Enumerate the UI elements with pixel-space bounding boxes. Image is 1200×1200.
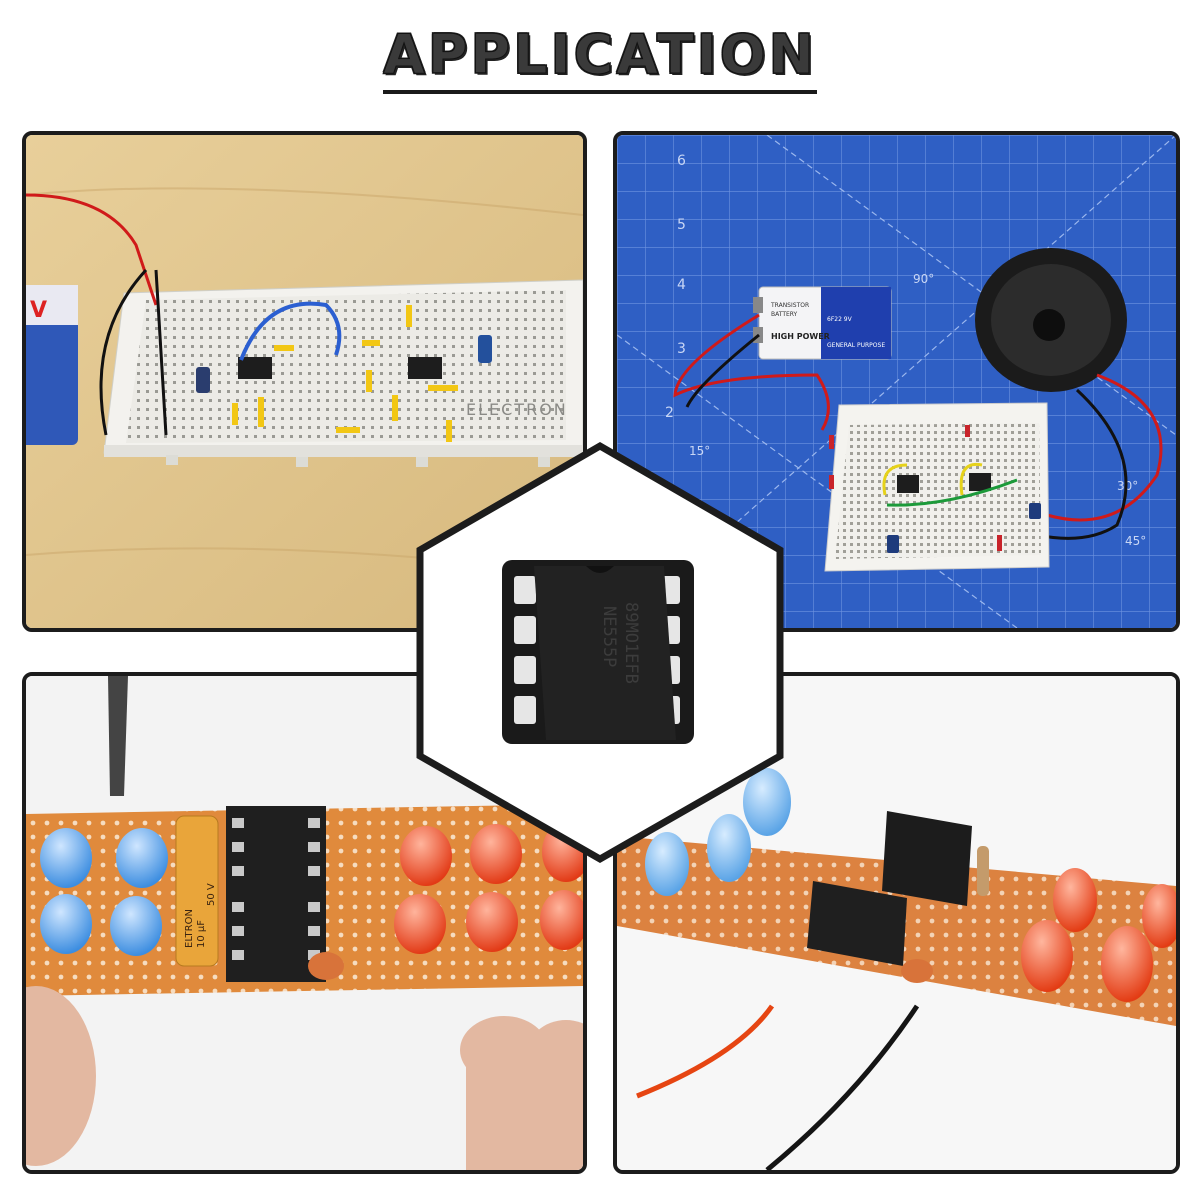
breadboard-print: ELECTRON [466, 400, 568, 419]
hand [26, 986, 583, 1170]
battery-brand: BATTERY [771, 311, 798, 318]
ic-chip-ne555: NE555P 89MO1EFB [534, 566, 676, 740]
capacitor-label: 50 V [206, 883, 217, 906]
led-closeup-photo [617, 676, 1176, 1170]
ic-chip-left [238, 357, 272, 379]
angle-label: 45° [1125, 534, 1146, 548]
soldering-iron [108, 676, 128, 796]
blue-led-group [645, 768, 791, 896]
breadboard [824, 402, 1050, 572]
ic-socket [226, 806, 326, 982]
speaker [975, 248, 1127, 392]
ic-chip [807, 811, 972, 966]
chip-marking: 89MO1EFB [621, 602, 641, 684]
battery-main-label: HIGH POWER [771, 332, 830, 341]
page-title: APPLICATION [383, 25, 817, 94]
capacitor: ELTRON 10 µF 50 V [175, 815, 219, 967]
breadboard: ELECTRON [103, 279, 583, 467]
battery-spec: 6F22 9V [827, 316, 853, 323]
capacitor-label: 10 µF [196, 920, 207, 948]
red-led-group [1021, 868, 1176, 1002]
mat-number: 5 [677, 217, 686, 233]
chip-marking: NE555P [599, 606, 619, 667]
mat-number: 3 [677, 341, 686, 357]
ne555-chip-photo: NE555P 89MO1EFB [416, 441, 784, 864]
ic-chip-right [969, 473, 991, 491]
capacitor-label: ELTRON [184, 909, 195, 948]
red-wire [636, 1004, 775, 1099]
battery-9v: V [26, 285, 78, 445]
header: APPLICATION [0, 25, 1200, 94]
mat-number: 2 [665, 405, 674, 421]
battery-9v: TRANSISTOR BATTERY HIGH POWER 6F22 9V GE… [753, 286, 892, 360]
center-hexagon: NE555P 89MO1EFB [414, 440, 786, 865]
mat-number: 6 [677, 153, 686, 169]
angle-label: 15° [689, 444, 710, 458]
angle-label: 30° [1117, 479, 1138, 493]
ic-chip-right [408, 357, 442, 379]
angle-label: 90° [913, 272, 934, 286]
blue-led-group [40, 828, 168, 956]
battery-brand: TRANSISTOR [770, 302, 809, 309]
ic-chip-left [897, 475, 919, 493]
battery-side-label: GENERAL PURPOSE [827, 342, 885, 349]
black-wire [765, 1004, 920, 1170]
panel-led-perfboard-closeup [613, 672, 1180, 1174]
mat-number: 4 [677, 277, 686, 293]
svg-text:V: V [30, 298, 47, 323]
